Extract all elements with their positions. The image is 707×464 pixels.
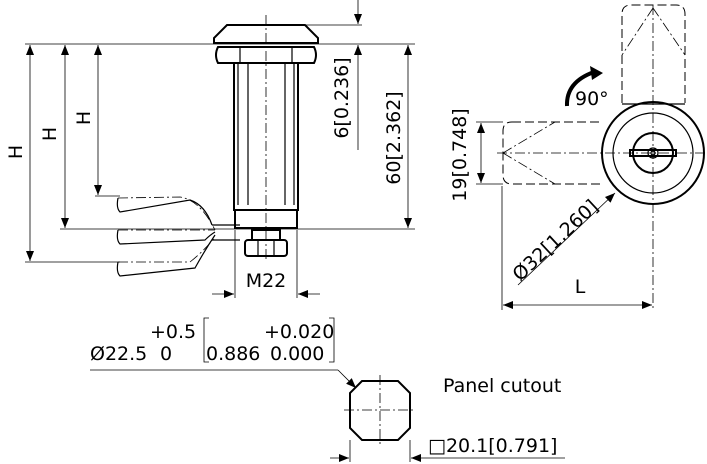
hex-nut — [215, 46, 317, 64]
inch-upper: +0.020 — [264, 321, 334, 343]
screw-nut — [244, 239, 288, 257]
side-view: H H H 6[0.236] 60[2.362] M22 — [5, 0, 415, 298]
lock-base — [234, 209, 298, 229]
front-view: 19[0.748] 90° Ø32[1.260] L — [449, 4, 706, 310]
keyhole — [632, 132, 674, 174]
cap-circle — [601, 101, 705, 205]
width-dimension: 19[0.748] — [449, 108, 471, 201]
h-label-middle: H — [39, 127, 61, 141]
inch-lower: 0.000 — [270, 343, 324, 365]
tolerance-upper: +0.5 — [150, 321, 196, 343]
lever-length-label: L — [575, 276, 586, 298]
diameter-dimension: Ø32[1.260] — [508, 196, 602, 286]
tolerance-lower: 0 — [160, 343, 172, 365]
thread-size: M22 — [246, 270, 287, 292]
rotation-arrow-icon — [564, 70, 595, 107]
cap-height-dimension: 6[0.236] — [331, 57, 353, 138]
lever-vertical — [621, 4, 686, 103]
lever-positions — [116, 196, 240, 277]
lever-horizontal — [502, 121, 600, 185]
h-label-outer: H — [5, 145, 27, 159]
h-label-inner: H — [73, 111, 95, 125]
cutout-diameter: Ø22.5 — [90, 343, 147, 365]
cutout-title: Panel cutout — [443, 375, 561, 397]
cutout-square-dimension: □20.1[0.791] — [428, 435, 557, 457]
cutout-shape — [349, 380, 411, 441]
length-dimension: 60[2.362] — [383, 91, 405, 184]
rotation-angle: 90° — [575, 88, 609, 110]
panel-cutout: Ø22.5 +0.5 0 0.886 +0.020 0.000 Panel cu… — [90, 317, 565, 462]
inch-nominal: 0.886 — [206, 343, 260, 365]
